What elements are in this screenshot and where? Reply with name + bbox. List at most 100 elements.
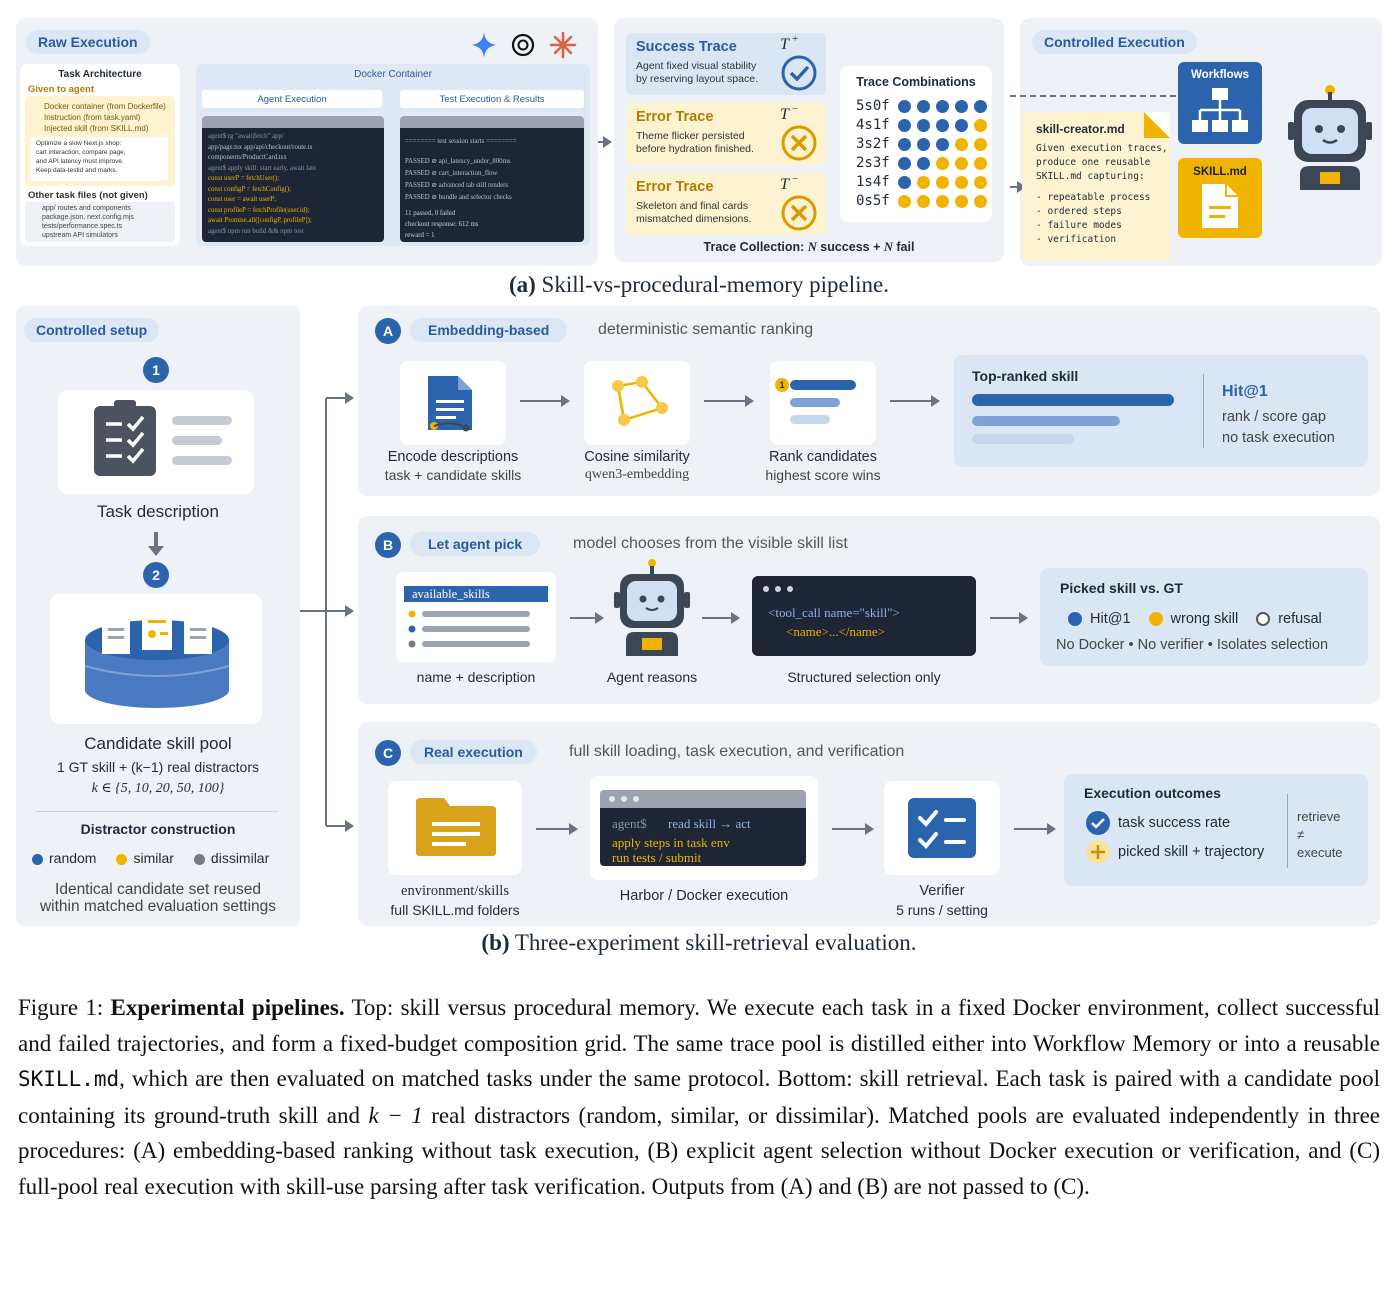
arrow-b-2 [702,612,740,624]
workflows-label: Workflows [1191,69,1249,81]
combo-dot fail-dot [955,138,968,151]
distractor-title: Distractor construction [80,821,236,837]
picked-legend-dot [1068,612,1082,627]
combo-dot fail-dot [955,176,968,189]
trace-card [626,103,826,165]
harbor-line-1a: agent$ [612,816,647,831]
combo-dot fail-dot [936,157,949,170]
caption-b-letter: (b) [481,930,510,955]
document-icon [1202,184,1238,228]
trace-card [626,173,826,235]
test-execution-title: Test Execution & Results [439,94,545,105]
given-item-2: Instruction (from task.yaml) [44,113,141,122]
hit1-metric: Hit@1 [1222,383,1268,400]
arrow-traces-to-creator [1010,181,1026,193]
creator-item-3: - failure modes [1036,220,1122,231]
combo-dot success-dot [898,100,911,113]
exp-c-badge: C [375,740,401,766]
clipboard-checklist-icon [94,400,232,476]
trace-card-text: mismatched dimensions. [636,213,752,225]
cosine-similarity-icon [612,376,668,426]
agent-robot-icon [614,559,690,656]
rank-bar-2 [790,398,840,407]
creator-item-1: - repeatable process [1036,192,1151,203]
figure-bold-title: Experimental pipelines. [110,995,345,1020]
gemini-openai-claude-icons [472,31,577,59]
combo-dot fail-dot [936,195,949,208]
arrow-c-1 [536,823,578,835]
step-1-badge: 1 [143,357,169,383]
task-architecture-title: Task Architecture [58,69,142,80]
docker-container-title: Docker Container [354,69,432,80]
rank-badge-icon: 1 [775,378,789,392]
picked-skill-note: No Docker • No verifier • Isolates selec… [1056,637,1329,653]
combo-dot fail-dot [974,195,987,208]
caption-b: (b) Three-experiment skill-retrieval eva… [0,930,1398,956]
rank-bar-1 [790,380,856,390]
model-logos [470,30,580,60]
instruction-line-2: cart interaction, compare page, [36,149,126,156]
step-title: Rank candidates [768,449,877,465]
robot-icon [1288,85,1372,190]
arrow-to-a [326,392,354,404]
picked-skill-title: Picked skill vs. GT [1060,580,1183,596]
skill-list-header: available_skills [404,586,548,602]
combo-dot fail-dot [917,195,930,208]
legend-label: dissimilar [210,850,270,866]
combo-dot success-dot [936,138,949,151]
branch-stem [300,610,326,612]
exp-c-subtitle: full skill loading, task execution, and … [569,743,905,760]
combo-dot fail-dot [974,138,987,151]
exp-b-title: Let agent pick [410,532,541,556]
agent-terminal-line: agent$ npm run build && npm test [208,227,304,235]
legend-label: similar [133,850,174,866]
step-sub: full SKILL.md folders [390,902,520,918]
outcome-2: picked skill + trajectory [1118,844,1265,860]
error-x-icon [781,125,817,161]
combo-dot success-dot [955,100,968,113]
trace-card-title: Error Trace [636,179,714,195]
caption-a: (a) Skill-vs-procedural-memory pipeline. [0,272,1398,298]
skill-creator-corner [1144,112,1170,138]
agent-terminal-line: app/page.tsx app/api/checkout/route.ts [208,143,313,151]
creator-item-2: - ordered steps [1036,206,1122,217]
picked-legend-item: wrong skill [1148,611,1238,627]
combo-dot fail-dot [974,176,987,189]
arrow-c-2 [832,823,874,835]
harbor-line-3: run tests / submit [612,850,702,865]
combo-dot success-dot [898,119,911,132]
trace-collection-caption: Trace Collection: N success + N fail [614,240,1004,255]
combo-dot success-dot [898,138,911,151]
rank-bar-3 [790,415,830,424]
exp-a-badge: A [375,318,401,344]
raw-execution-title: Raw Execution [26,30,150,54]
plus-circle-icon [1086,840,1110,864]
folder-icon [416,798,496,856]
combo-dot fail-dot [955,157,968,170]
distractor-legend-item: dissimilar [193,850,270,866]
exp-b-badge: B [375,532,401,558]
arrow-to-b [326,605,354,617]
trace-collection-suffix: fail [892,240,915,254]
caption-k-minus-1: k − 1 [368,1102,423,1128]
agent-terminal-line: const configP = fetchConfig(); [208,185,292,193]
step-title: Cosine similarity [584,449,690,465]
test-terminal-line: reward = 1 [405,232,435,239]
distractor-legend-item: random [32,850,96,866]
trace-card-text: Agent fixed visual stability [636,60,757,72]
trace-collection-mid: success + [816,240,884,254]
test-terminal-line: PASSED ⊘ bundle and selector checks [405,194,512,201]
arrow-a-2 [704,395,754,407]
agent-execution-header [202,90,382,108]
agent-terminal-line: const userP = fetchUser(); [208,175,279,182]
trace-symbol: T [780,176,789,193]
combo-dot fail-dot [936,176,949,189]
pool-line-1: 1 GT skill + (k−1) real distractors [56,759,260,775]
trace-combinations-title: Trace Combinations [856,75,976,89]
arrow-b-3 [990,612,1028,624]
task-description-label: Task description [97,502,219,521]
trace-symbol: T [780,36,789,53]
cosine-card [584,361,690,445]
test-terminal-line: checkout response: 612 ms [405,221,479,228]
step-title: Encode descriptions [387,449,519,465]
